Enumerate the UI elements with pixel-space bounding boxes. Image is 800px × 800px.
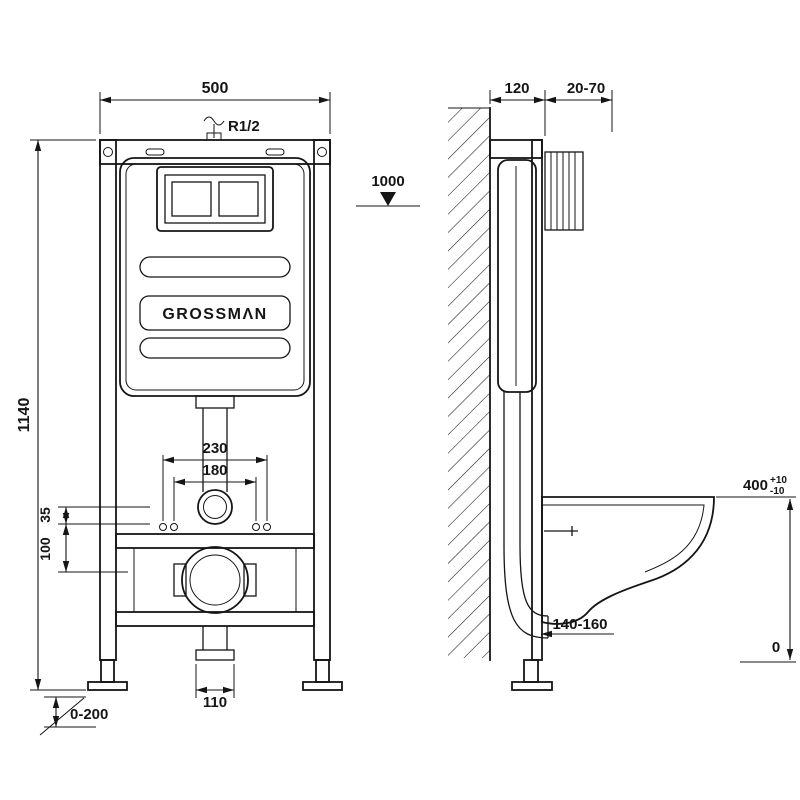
dim-depth: 120 20-70 <box>489 80 613 136</box>
dim-bowl-height-label: 400 <box>743 477 768 494</box>
fixing-bolt-holes <box>159 523 271 531</box>
dim-depth-label: 120 <box>504 80 529 97</box>
inlet-thread-label: R1/2 <box>228 118 260 135</box>
front-view: 500 R1/2 <box>16 80 420 736</box>
dim-offsets-left: 35 100 <box>37 506 150 573</box>
dim-frame-width: 500 <box>99 80 331 134</box>
water-inlet-symbol: R1/2 <box>203 116 260 141</box>
adjustable-feet <box>87 659 343 691</box>
dim-feet-range: 0-200 <box>39 696 108 736</box>
actuator-plate <box>544 151 584 231</box>
side-view: 120 20-70 <box>448 80 796 691</box>
dim-bowl-height: 400 +10 -10 0 <box>716 475 796 663</box>
toilet-bowl <box>540 496 715 625</box>
side-foot <box>511 659 553 691</box>
drain-assembly <box>115 533 315 661</box>
flush-plate <box>156 166 274 232</box>
dim-bolt-outer: 230 <box>162 440 268 521</box>
dim-offset-35-label: 35 <box>37 507 53 523</box>
corner-screw-icon <box>317 147 327 157</box>
dim-outlet-height: 140-160 <box>541 616 614 638</box>
floor-level-label: 0 <box>772 639 780 656</box>
flush-button-right <box>218 181 259 217</box>
brand-logo: GROSSMΛN <box>162 306 267 323</box>
frame-profile <box>489 139 543 661</box>
dim-outlet-width-label: 110 <box>203 694 227 711</box>
dim-frame-height: 1140 <box>16 139 96 691</box>
level-triangle-icon <box>380 192 396 206</box>
dim-feet-range-label: 0-200 <box>70 706 108 723</box>
flush-button-left <box>171 181 212 217</box>
level-1000-label: 1000 <box>371 173 404 190</box>
tolerance-plus-label: +10 <box>770 475 787 486</box>
flush-pipe <box>195 395 235 525</box>
dim-offset-100-label: 100 <box>37 537 53 561</box>
dim-frame-width-label: 500 <box>202 80 229 97</box>
dim-plate-range-label: 20-70 <box>567 80 605 97</box>
dim-bolt-inner: 180 <box>173 462 257 521</box>
corner-screw-icon <box>103 147 113 157</box>
dim-outlet-width: 110 <box>195 664 235 711</box>
cistern-slots: GROSSMΛN <box>139 256 291 359</box>
level-mark-1000: 1000 <box>356 173 420 207</box>
wall-section <box>448 107 491 661</box>
tolerance-minus-label: -10 <box>770 486 785 497</box>
dim-frame-height-label: 1140 <box>16 398 33 433</box>
dim-bolt-inner-label: 180 <box>202 462 227 479</box>
wall-hatch <box>448 108 490 658</box>
dim-outlet-height-label: 140-160 <box>552 616 607 633</box>
dim-bolt-outer-label: 230 <box>202 440 227 457</box>
